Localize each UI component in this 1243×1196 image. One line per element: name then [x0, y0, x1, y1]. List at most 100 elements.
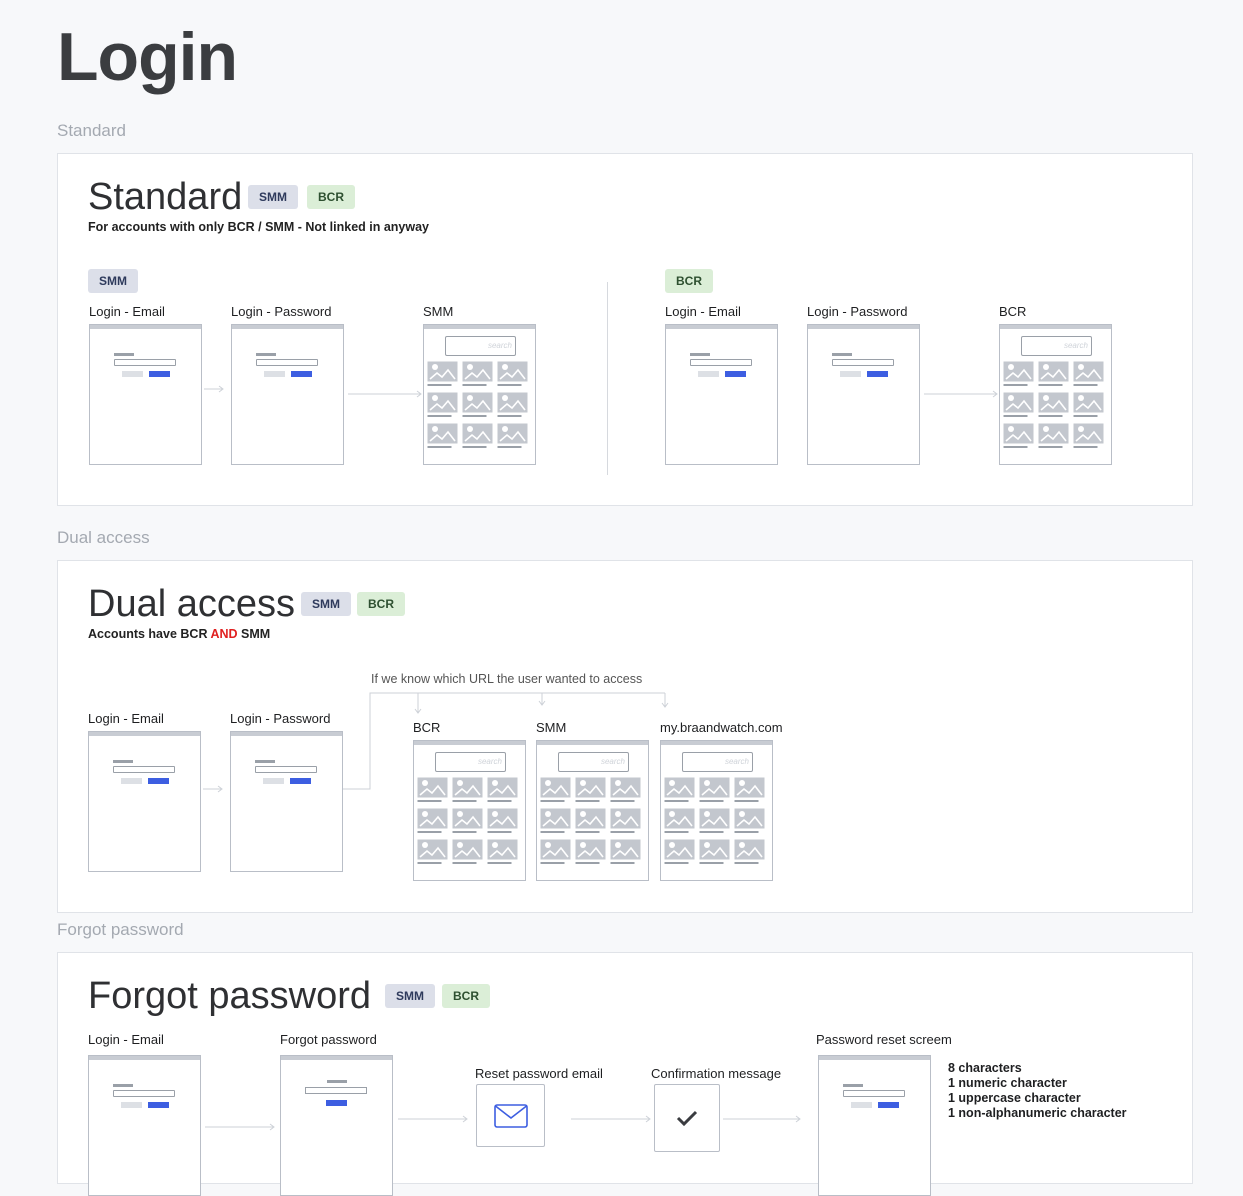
- image-placeholder-icon: [417, 777, 448, 803]
- standard-title: Standard: [88, 176, 243, 218]
- image-placeholder-icon: [699, 839, 730, 865]
- bcr-badge: BCR: [442, 984, 490, 1008]
- smm-dashboard-wireframe: search: [536, 740, 649, 881]
- smm-badge: SMM: [248, 185, 298, 209]
- dual-title: Dual access: [88, 583, 295, 625]
- divider: [607, 282, 608, 475]
- image-placeholder-icon: [575, 777, 606, 803]
- password-reset-wireframe: [818, 1055, 931, 1196]
- dual-subtitle: Accounts have BCR AND SMM: [88, 627, 271, 641]
- bcr-badge: BCR: [357, 592, 405, 616]
- image-placeholder-icon: [487, 839, 518, 865]
- step-label: Login - Email: [88, 1032, 164, 1047]
- image-placeholder-icon: [417, 808, 448, 834]
- login-password-wireframe: [230, 731, 343, 872]
- requirement-item: 1 uppercase character: [948, 1091, 1081, 1105]
- image-placeholder-icon: [462, 392, 493, 418]
- image-placeholder-icon: [452, 839, 483, 865]
- smm-flow-badge: SMM: [88, 269, 138, 293]
- image-placeholder-icon: [699, 808, 730, 834]
- image-placeholder-icon: [540, 777, 571, 803]
- image-placeholder-icon: [610, 808, 641, 834]
- target-label: my.braandwatch.com: [660, 720, 783, 735]
- requirement-item: 1 numeric character: [948, 1076, 1067, 1090]
- step-label: Password reset screem: [816, 1032, 952, 1047]
- image-placeholder-icon: [487, 777, 518, 803]
- step-label: SMM: [423, 304, 454, 319]
- reset-email-card: [476, 1084, 545, 1147]
- step-label: Login - Email: [89, 304, 165, 319]
- bcr-dashboard-wireframe: search: [999, 324, 1112, 465]
- image-placeholder-icon: [427, 423, 458, 449]
- bcr-flow-badge: BCR: [665, 269, 713, 293]
- image-placeholder-icon: [497, 361, 528, 387]
- image-placeholder-icon: [452, 777, 483, 803]
- search-input: search: [445, 336, 516, 356]
- forgot-title: Forgot password: [88, 975, 372, 1017]
- standard-card: Standard SMM BCR For accounts with only …: [57, 153, 1193, 506]
- image-placeholder-icon: [575, 808, 606, 834]
- image-placeholder-icon: [427, 361, 458, 387]
- mail-icon: [493, 1103, 528, 1128]
- bcr-badge: BCR: [307, 185, 355, 209]
- flow-arrow: [571, 1115, 651, 1123]
- smm-badge: SMM: [385, 984, 435, 1008]
- image-placeholder-icon: [540, 808, 571, 834]
- search-input: search: [558, 752, 629, 772]
- login-password-wireframe: [231, 324, 344, 465]
- search-input: search: [435, 752, 506, 772]
- forgot-password-wireframe: [280, 1055, 393, 1196]
- step-label: Confirmation message: [651, 1066, 782, 1081]
- branch-connector: [343, 692, 669, 790]
- flow-arrow: [723, 1115, 801, 1123]
- confirmation-card: [654, 1084, 720, 1152]
- dual-access-card: Dual access SMM BCR Accounts have BCR AN…: [57, 560, 1193, 913]
- section-label-dual: Dual access: [57, 528, 150, 547]
- image-placeholder-icon: [1003, 392, 1034, 418]
- search-input: search: [682, 752, 753, 772]
- image-placeholder-icon: [734, 839, 765, 865]
- image-placeholder-icon: [1038, 392, 1069, 418]
- login-email-wireframe: [88, 1055, 201, 1196]
- step-label: Forgot password: [280, 1032, 377, 1047]
- image-placeholder-icon: [1073, 392, 1104, 418]
- bcr-dashboard-wireframe: search: [413, 740, 526, 881]
- login-email-wireframe: [665, 324, 778, 465]
- image-placeholder-icon: [452, 808, 483, 834]
- image-placeholder-icon: [417, 839, 448, 865]
- requirement-item: 8 characters: [948, 1061, 1022, 1075]
- smm-dashboard-wireframe: search: [423, 324, 536, 465]
- forgot-password-card: Forgot password SMM BCR Login - Email Fo…: [57, 952, 1193, 1196]
- image-placeholder-icon: [699, 777, 730, 803]
- step-label: Login - Email: [665, 304, 741, 319]
- image-placeholder-icon: [1003, 423, 1034, 449]
- image-placeholder-icon: [497, 392, 528, 418]
- step-label: BCR: [999, 304, 1027, 319]
- image-placeholder-icon: [1038, 423, 1069, 449]
- section-label-standard: Standard: [57, 121, 126, 140]
- target-label: BCR: [413, 720, 441, 735]
- flow-arrow: [398, 1115, 468, 1123]
- image-placeholder-icon: [540, 839, 571, 865]
- image-placeholder-icon: [664, 808, 695, 834]
- page-title: Login: [57, 19, 238, 95]
- login-password-wireframe: [807, 324, 920, 465]
- url-note: If we know which URL the user wanted to …: [371, 672, 643, 686]
- image-placeholder-icon: [1003, 361, 1034, 387]
- requirement-item: 1 non-alphanumeric character: [948, 1106, 1127, 1120]
- login-email-wireframe: [89, 324, 202, 465]
- image-placeholder-icon: [427, 392, 458, 418]
- step-label: Login - Email: [88, 711, 164, 726]
- image-placeholder-icon: [664, 839, 695, 865]
- flow-arrow: [348, 390, 422, 398]
- flow-arrow: [203, 785, 223, 793]
- image-placeholder-icon: [1038, 361, 1069, 387]
- flow-arrow: [924, 390, 998, 398]
- brandwatch-dashboard-wireframe: search: [660, 740, 773, 881]
- step-label: Login - Password: [807, 304, 908, 319]
- image-placeholder-icon: [1073, 361, 1104, 387]
- section-label-forgot: Forgot password: [57, 920, 184, 939]
- login-email-wireframe: [88, 731, 201, 872]
- flow-arrow: [204, 385, 224, 393]
- step-label: Login - Password: [231, 304, 332, 319]
